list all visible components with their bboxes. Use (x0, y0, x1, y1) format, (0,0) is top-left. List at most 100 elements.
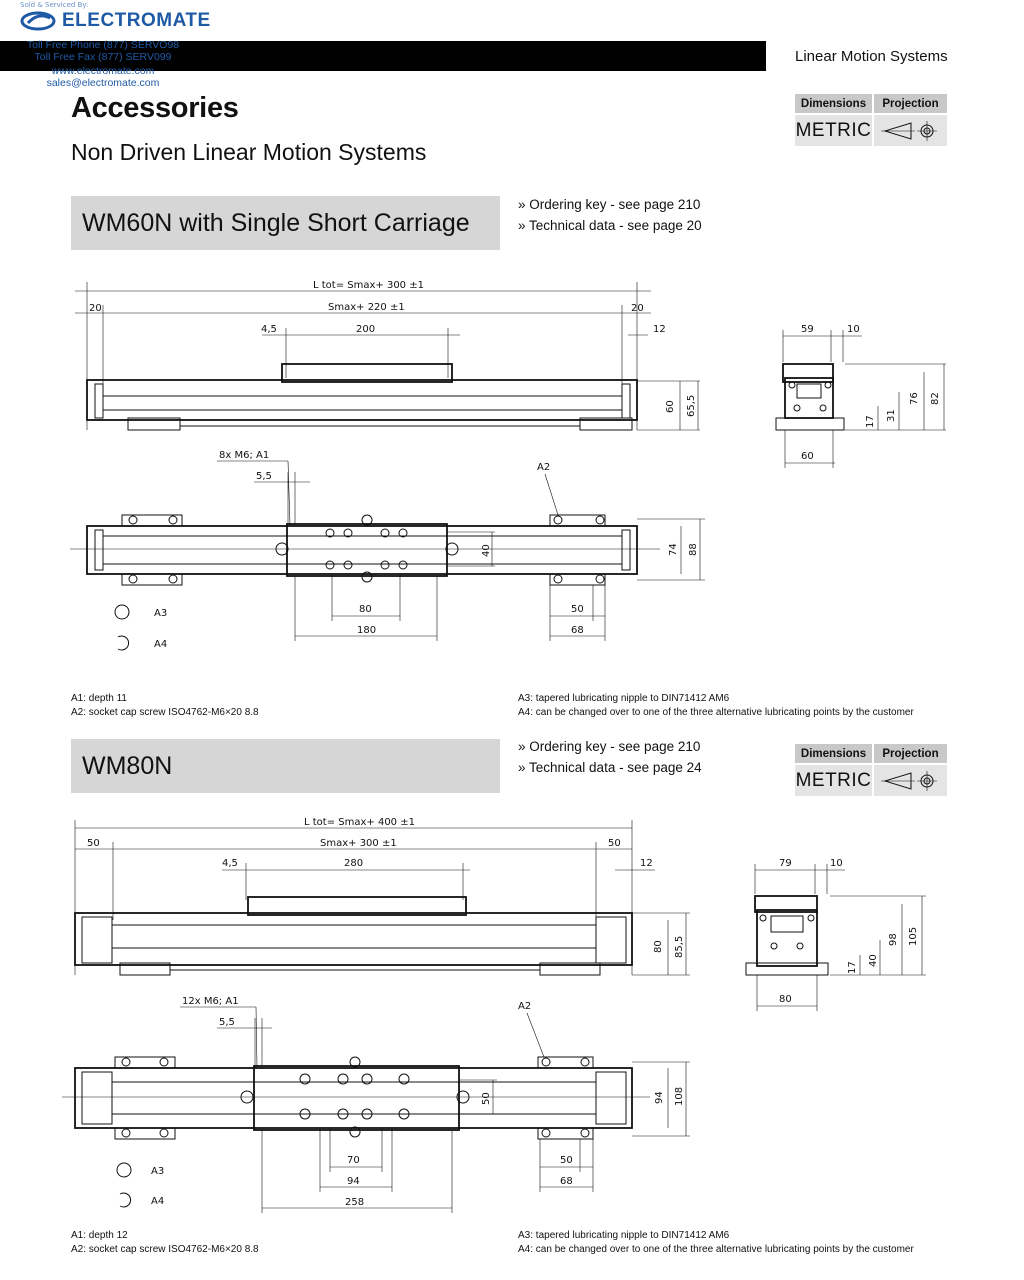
wm80-a3-symbol (116, 1162, 132, 1178)
wm80-4-5: 4,5 (222, 858, 238, 869)
wm80-98: 98 (888, 933, 899, 946)
wm80-section-banner: WM80N (71, 739, 500, 793)
wm60-section-banner: WM60N with Single Short Carriage (71, 196, 500, 250)
wm60-60b: 60 (801, 451, 814, 462)
email-link[interactable]: sales@electromate.com (46, 77, 160, 89)
wm80-80: 80 (653, 940, 664, 953)
wm80-80b: 80 (779, 994, 792, 1005)
wm80-68: 68 (560, 1176, 573, 1187)
wm80-50-right: 50 (608, 838, 621, 849)
wm80-258: 258 (345, 1197, 364, 1208)
wm80-12: 12 (640, 858, 653, 869)
wm60-60: 60 (665, 400, 676, 413)
wm60-technical-link[interactable]: » Technical data - see page 20 (518, 218, 702, 233)
wm60-top-view (70, 514, 660, 586)
wm60-note-a4: A4: can be changed over to one of the th… (518, 707, 914, 718)
wm60-4-5: 4,5 (261, 324, 277, 335)
wm60-80: 80 (359, 604, 372, 615)
wm60-88: 88 (688, 543, 699, 556)
wm60-31: 31 (886, 409, 897, 422)
wm80-note-a2: A2: socket cap screw ISO4762-M6×20 8.8 (71, 1244, 259, 1255)
first-angle-projection-icon (880, 120, 937, 141)
wm80-85-5: 85,5 (674, 936, 685, 958)
dimensions-header: Dimensions (795, 94, 872, 113)
wm80-108: 108 (674, 1087, 685, 1106)
wm80-top-view (62, 1056, 650, 1140)
projection-header: Projection (874, 94, 947, 113)
wm60-20-right: 20 (631, 303, 644, 314)
wm80-50c: 50 (560, 1155, 573, 1166)
wm80-note-a4: A4: can be changed over to one of the th… (518, 1244, 914, 1255)
wm80-note-a1: A1: depth 12 (71, 1230, 128, 1241)
wm80-a2-label: A2 (518, 1001, 531, 1012)
wm80-94b: 94 (347, 1176, 360, 1187)
wm60-note-a3: A3: tapered lubricating nipple to DIN714… (518, 693, 730, 704)
brand-name: ELECTROMATE (62, 10, 211, 31)
wm60-50: 50 (571, 604, 584, 615)
wm60-notes-right: A3: tapered lubricating nipple to DIN714… (518, 692, 914, 720)
wm80-technical-link[interactable]: » Technical data - see page 24 (518, 760, 702, 775)
wm60-ltot-label: L tot= Smax+ 300 ±1 (313, 280, 424, 291)
wm60-end-view (775, 363, 845, 431)
wm80-m6-label: 12x M6; A1 (182, 996, 239, 1007)
wm60-82: 82 (930, 392, 941, 405)
wm80-a4-symbol (119, 1192, 132, 1208)
phone-text: Toll Free Phone (877) SERVO98 (26, 39, 180, 51)
wm60-ordering-link[interactable]: » Ordering key - see page 210 (518, 197, 701, 212)
projection-header: Projection (874, 744, 947, 763)
dimensions-header: Dimensions (795, 744, 872, 763)
wm60-68: 68 (571, 625, 584, 636)
dimensions-box-2: Dimensions Projection METRIC (795, 744, 947, 798)
wm60-notes-left: A1: depth 11 A2: socket cap screw ISO476… (71, 692, 259, 720)
projection-icon-cell (874, 765, 947, 796)
electromate-logo-icon (20, 11, 56, 31)
website-link[interactable]: www.electromate.com (51, 65, 155, 77)
wm80-notes-left: A1: depth 12 A2: socket cap screw ISO476… (71, 1229, 259, 1257)
wm60-a4-symbol (117, 635, 130, 651)
wm60-65-5: 65,5 (686, 395, 697, 417)
wm60-40: 40 (481, 544, 492, 557)
wm60-5-5: 5,5 (256, 471, 272, 482)
wm60-a4-label: A4 (154, 639, 167, 650)
metric-label: METRIC (795, 115, 872, 146)
wm80-70: 70 (347, 1155, 360, 1166)
wm60-smax-label: Smax+ 220 ±1 (328, 302, 405, 313)
projection-icon-cell (874, 115, 947, 146)
page-subtitle: Non Driven Linear Motion Systems (71, 139, 427, 165)
wm60-a2-label: A2 (537, 462, 550, 473)
wm80-ordering-link[interactable]: » Ordering key - see page 210 (518, 739, 701, 754)
wm60-17: 17 (865, 415, 876, 428)
wm80-10: 10 (830, 858, 843, 869)
wm60-links: » Ordering key - see page 210 » Technica… (518, 194, 702, 236)
sold-by-text: Sold & Serviced By: (20, 1, 89, 9)
header-black-bar (0, 41, 766, 71)
first-angle-projection-icon (880, 770, 937, 791)
wm60-12: 12 (653, 324, 666, 335)
wm60-note-a2: A2: socket cap screw ISO4762-M6×20 8.8 (71, 707, 259, 718)
wm80-a4-label: A4 (151, 1196, 164, 1207)
wm80-17: 17 (847, 961, 858, 974)
wm60-180: 180 (357, 625, 376, 636)
wm60-20-left: 20 (89, 303, 102, 314)
wm80-40: 40 (868, 954, 879, 967)
wm80-notes-right: A3: tapered lubricating nipple to DIN714… (518, 1229, 914, 1257)
wm80-50-left: 50 (87, 838, 100, 849)
wm60-a3-symbol (114, 604, 130, 620)
section-label: Linear Motion Systems (795, 48, 948, 65)
wm80-50b: 50 (481, 1092, 492, 1105)
wm80-links: » Ordering key - see page 210 » Technica… (518, 736, 702, 778)
wm60-side-view (86, 363, 638, 431)
wm80-5-5: 5,5 (219, 1017, 235, 1028)
wm80-105: 105 (908, 927, 919, 946)
wm80-end-view (745, 895, 829, 976)
wm80-smax-label: Smax+ 300 ±1 (320, 838, 397, 849)
fax-text: Toll Free Fax (877) SERV099 (34, 51, 172, 63)
wm60-76: 76 (909, 392, 920, 405)
wm60-59: 59 (801, 324, 814, 335)
wm80-ltot-label: L tot= Smax+ 400 ±1 (304, 817, 415, 828)
dimensions-box: Dimensions Projection METRIC (795, 94, 947, 148)
wm60-10: 10 (847, 324, 860, 335)
wm80-a3-label: A3 (151, 1166, 164, 1177)
